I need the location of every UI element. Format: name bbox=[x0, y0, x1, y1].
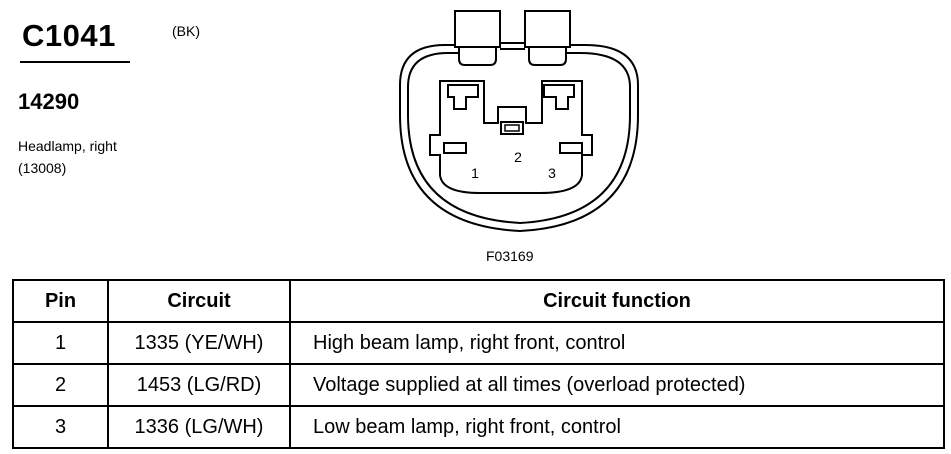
circuit-cell: 1453 (LG/RD) bbox=[107, 363, 291, 407]
pin-3-latch bbox=[559, 142, 583, 154]
table-header-row: Pin Circuit Circuit function bbox=[12, 279, 945, 323]
table-row: 1 1335 (YE/WH) High beam lamp, right fro… bbox=[12, 321, 945, 365]
pin-label-3: 3 bbox=[548, 165, 556, 181]
figure-code: F03169 bbox=[486, 248, 534, 264]
locking-tabs bbox=[454, 10, 571, 66]
pin-cell: 2 bbox=[12, 363, 109, 407]
header-circuit: Circuit bbox=[107, 279, 291, 323]
function-cell: Voltage supplied at all times (overload … bbox=[289, 363, 945, 407]
connector-description: Headlamp, right bbox=[18, 138, 117, 154]
circuit-cell: 1336 (LG/WH) bbox=[107, 405, 291, 449]
connector-housing-inner bbox=[407, 52, 631, 225]
part-number: 14290 bbox=[18, 89, 80, 114]
title-underline bbox=[20, 61, 130, 63]
table-row: 2 1453 (LG/RD) Voltage supplied at all t… bbox=[12, 363, 945, 407]
pin-2-terminal bbox=[500, 121, 524, 135]
table-row: 3 1336 (LG/WH) Low beam lamp, right fron… bbox=[12, 405, 945, 449]
locking-tab-left-base bbox=[458, 47, 497, 66]
connector-face-diagram: 1 2 3 bbox=[399, 10, 639, 233]
connector-id: C1041 bbox=[22, 18, 116, 53]
function-cell: Low beam lamp, right front, control bbox=[289, 405, 945, 449]
locking-tab-right bbox=[524, 10, 571, 48]
circuit-cell: 1335 (YE/WH) bbox=[107, 321, 291, 365]
terminal-cavity bbox=[429, 80, 593, 194]
pin-3-terminal bbox=[543, 84, 575, 110]
pin-cell: 3 bbox=[12, 405, 109, 449]
pinout-table: Pin Circuit Circuit function 1 1335 (YE/… bbox=[12, 279, 945, 449]
header-circuit-function: Circuit function bbox=[289, 279, 945, 323]
connector-description-code: (13008) bbox=[18, 160, 67, 176]
pin-label-1: 1 bbox=[471, 165, 479, 181]
locking-tab-right-base bbox=[528, 47, 567, 66]
header-pin: Pin bbox=[12, 279, 109, 323]
pin-1-terminal bbox=[447, 84, 479, 110]
locking-tab-left bbox=[454, 10, 501, 48]
pin-label-2: 2 bbox=[514, 149, 522, 165]
locking-tab-bridge bbox=[500, 42, 525, 50]
connector-housing-outer bbox=[399, 44, 639, 233]
pin-2-terminal-inner bbox=[504, 124, 520, 132]
connector-color: (BK) bbox=[172, 23, 200, 39]
function-cell: High beam lamp, right front, control bbox=[289, 321, 945, 365]
pin-cell: 1 bbox=[12, 321, 109, 365]
pin-1-latch bbox=[443, 142, 467, 154]
